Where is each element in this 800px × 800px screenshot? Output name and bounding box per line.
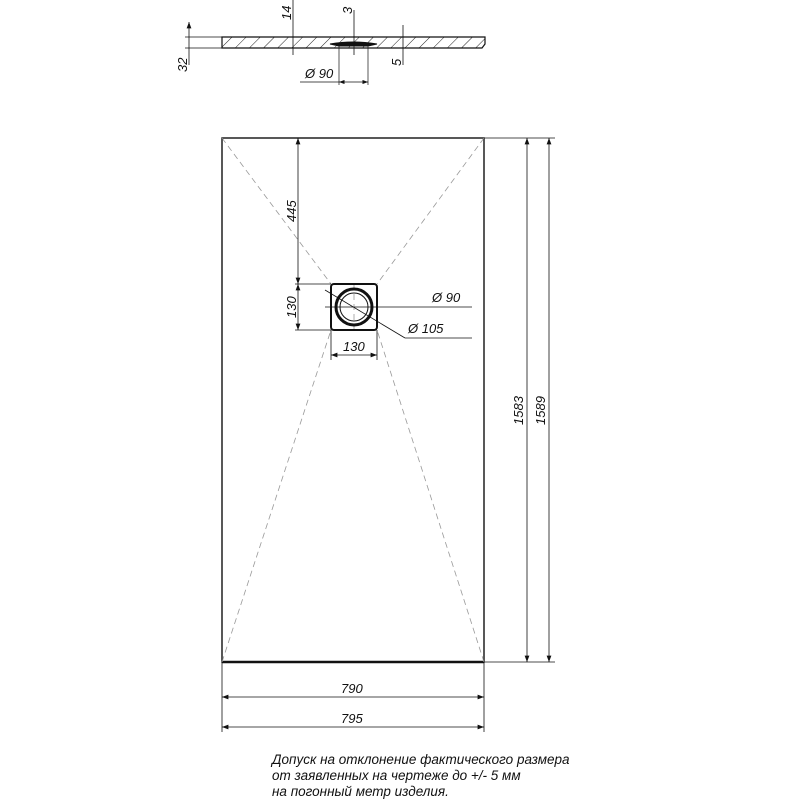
section-dim-14: 14 xyxy=(279,6,294,20)
dim-drain-105: Ø 105 xyxy=(407,321,444,336)
section-dim-drain: Ø 90 xyxy=(304,66,334,81)
section-dim-32: 32 xyxy=(175,57,190,72)
dim-1589: 1589 xyxy=(533,396,548,425)
tolerance-note: Допуск на отклонение фактического размер… xyxy=(272,752,570,800)
note-line: на погонный метр изделия. xyxy=(272,784,449,799)
note-line: от заявленных на чертеже до +/- 5 мм xyxy=(272,768,521,783)
tray-plan xyxy=(221,137,485,664)
section-dim-3: 3 xyxy=(340,6,355,14)
note-line: Допуск на отклонение фактического размер… xyxy=(272,752,570,767)
slope-lines xyxy=(221,137,485,663)
plan-dimensions xyxy=(221,137,555,732)
dim-445: 445 xyxy=(284,200,299,222)
cross-section xyxy=(185,0,486,85)
section-dim-5: 5 xyxy=(389,58,404,66)
dim-795: 795 xyxy=(341,711,363,726)
dim-790: 790 xyxy=(341,681,363,696)
dim-1583: 1583 xyxy=(511,395,526,425)
dim-drain-90: Ø 90 xyxy=(431,290,461,305)
dim-130-horizontal: 130 xyxy=(343,339,365,354)
dim-130-vertical: 130 xyxy=(284,296,299,318)
